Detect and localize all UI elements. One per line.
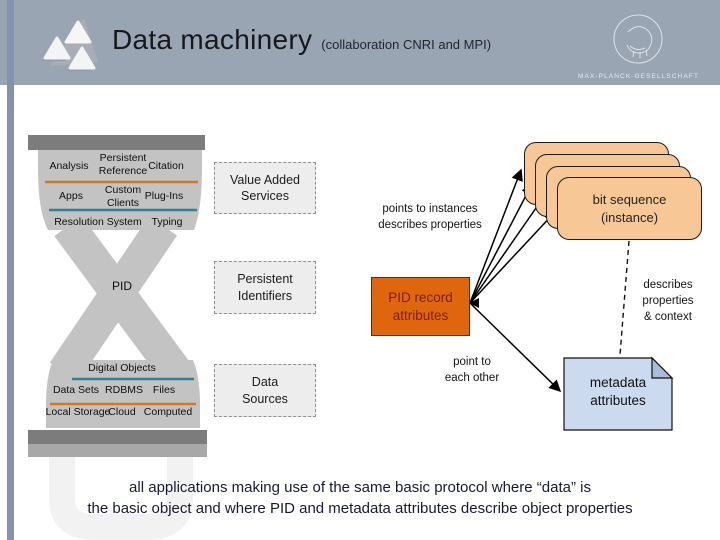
box-persistent-identifiers: Persistent Identifiers xyxy=(214,261,316,314)
note-point-to-each-other: point to each other xyxy=(444,356,500,385)
note-points-to-instances: points to instances describes properties xyxy=(378,203,482,232)
triangles-logo-icon xyxy=(42,18,98,71)
label-files: Files xyxy=(152,384,176,396)
label-apps: Apps xyxy=(59,190,83,202)
label-plug-ins: Plug-Ins xyxy=(144,190,184,202)
box-data-sources: Data Sources xyxy=(214,364,316,417)
pointer-arrows xyxy=(469,168,562,393)
bit-sequence-card-front: bit sequence (instance) xyxy=(557,177,702,240)
label-computed: Computed xyxy=(143,406,193,418)
page-subtitle: (collaboration CNRI and MPI) xyxy=(321,37,492,52)
label-citation: Citation xyxy=(148,160,184,172)
hourglass-shape xyxy=(28,135,207,457)
label-persistent-reference: Persistent Reference xyxy=(98,152,148,177)
mpg-logo-caption: MAX-PLANCK-GESELLSCHAFT xyxy=(578,73,700,80)
label-rdbms: RDBMS xyxy=(105,384,143,396)
label-data-sets: Data Sets xyxy=(52,384,100,396)
dashed-connector xyxy=(619,240,630,356)
watermark-shape xyxy=(49,452,193,540)
header xyxy=(0,0,720,85)
page-title: Data machinery xyxy=(112,24,313,55)
label-cloud: Cloud xyxy=(108,406,136,418)
box-pid-record-attributes: PID record attributes xyxy=(371,277,470,336)
metadata-note-shape xyxy=(563,356,674,431)
label-typing: Typing xyxy=(151,216,183,228)
mpg-logo: MAX-PLANCK-GESELLSCHAFT xyxy=(578,13,698,80)
label-pid: PID xyxy=(111,279,132,293)
label-custom-clients: Custom Clients xyxy=(104,184,142,209)
label-resolution-system: Resolution System xyxy=(54,216,142,228)
left-accent-bar xyxy=(7,0,14,540)
box-metadata-attributes: metadata attributes xyxy=(589,375,647,409)
label-analysis: Analysis xyxy=(49,160,89,172)
box-value-added-services: Value Added Services xyxy=(214,162,316,214)
minerva-logo-icon xyxy=(613,14,663,64)
label-digital-objects: Digital Objects xyxy=(88,362,156,374)
slide-caption: all applications making use of the same … xyxy=(87,479,633,518)
label-local-storage: Local Storage xyxy=(45,406,111,418)
header-titles: Data machinery (collaboration CNRI and MP… xyxy=(112,24,491,56)
note-describes-properties-context: describes properties & context xyxy=(642,279,694,324)
